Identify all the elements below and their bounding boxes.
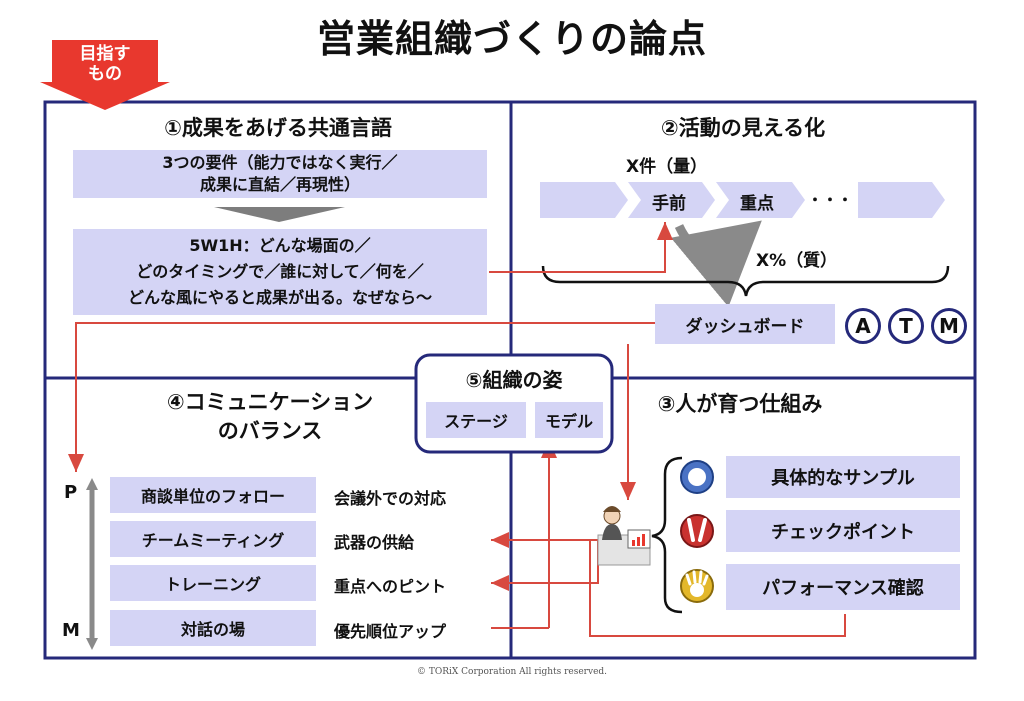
connector-q1-to-q2 bbox=[489, 222, 673, 273]
growth-item-checkpoint: チェックポイント bbox=[726, 510, 960, 552]
copyright-notice: © TORiX Corporation All rights reserved. bbox=[416, 667, 608, 677]
q2-heading: ②活動の見える化 bbox=[660, 116, 826, 140]
comm-row-left: トレーニング bbox=[110, 565, 316, 601]
comm-row-right: 重点へのピント bbox=[334, 577, 447, 596]
q3-brace bbox=[651, 456, 683, 614]
paper-hand-icon bbox=[680, 569, 714, 603]
q3-heading: ③人が育つ仕組み bbox=[657, 392, 823, 416]
pm-arrow-up-icon bbox=[86, 478, 98, 490]
model-box: モデル bbox=[535, 402, 603, 438]
atm-badge-t: T bbox=[888, 308, 924, 344]
p-axis-label: P bbox=[64, 482, 78, 503]
down-arrow-icon bbox=[214, 207, 345, 222]
x-count-label: X件（量） bbox=[626, 157, 708, 177]
chevron-step-last bbox=[858, 182, 945, 218]
q4-heading: ④コミュニケーション のバランス bbox=[166, 390, 374, 443]
step-near-label: 手前 bbox=[652, 194, 686, 214]
page-title: 営業組織づくりの論点 bbox=[316, 17, 707, 61]
connector-to-pinpoint bbox=[491, 540, 599, 591]
q5-heading: ⑤組織の姿 bbox=[465, 368, 563, 392]
scissors-hand-icon bbox=[680, 514, 714, 548]
growth-item-sample: 具体的なサンプル bbox=[726, 456, 960, 498]
goal-badge-label: 目指す もの bbox=[79, 44, 131, 84]
growth-item-performance: パフォーマンス確認 bbox=[726, 564, 960, 610]
step-key-label: 重点 bbox=[740, 194, 774, 214]
m-axis-label: M bbox=[62, 620, 80, 641]
atm-badge-m: M bbox=[931, 308, 967, 344]
five-w-one-h-box: 5W1H：どんな場面の／ どのタイミングで／誰に対して／何を／ どんな風にやると… bbox=[73, 229, 487, 315]
rock-hand-icon bbox=[680, 460, 714, 494]
comm-row-right: 会議外での対応 bbox=[334, 489, 447, 508]
pm-arrow-down-icon bbox=[86, 638, 98, 650]
x-percent-label: X%（質） bbox=[756, 251, 838, 271]
atm-badge-a: A bbox=[845, 308, 881, 344]
ellipsis-dots: ・・・ bbox=[807, 191, 853, 209]
chevron-step-near bbox=[628, 182, 715, 218]
comm-row-left: 商談単位のフォロー bbox=[110, 477, 316, 513]
q1-heading: ①成果をあげる共通言語 bbox=[164, 116, 392, 140]
chevron-step-key bbox=[716, 182, 805, 218]
goal-arrow-badge bbox=[40, 40, 170, 110]
connector-performance bbox=[589, 540, 846, 637]
curved-arrow-icon bbox=[670, 220, 762, 307]
chevron-step-1 bbox=[540, 182, 628, 218]
connector-dashboard-to-p bbox=[68, 322, 655, 472]
comm-row-left: チームミーティング bbox=[110, 521, 316, 557]
brace-bracket bbox=[541, 265, 950, 297]
comm-row-left: 対話の場 bbox=[110, 610, 316, 646]
stage-box: ステージ bbox=[426, 402, 526, 438]
dashboard-box: ダッシュボード bbox=[655, 304, 835, 344]
comm-row-right: 武器の供給 bbox=[334, 533, 415, 552]
comm-row-right: 優先順位アップ bbox=[334, 622, 447, 641]
requirements-box: 3つの要件（能力ではなく実行／ 成果に直結／再現性） bbox=[73, 150, 487, 198]
person-illustration-icon bbox=[597, 506, 651, 566]
